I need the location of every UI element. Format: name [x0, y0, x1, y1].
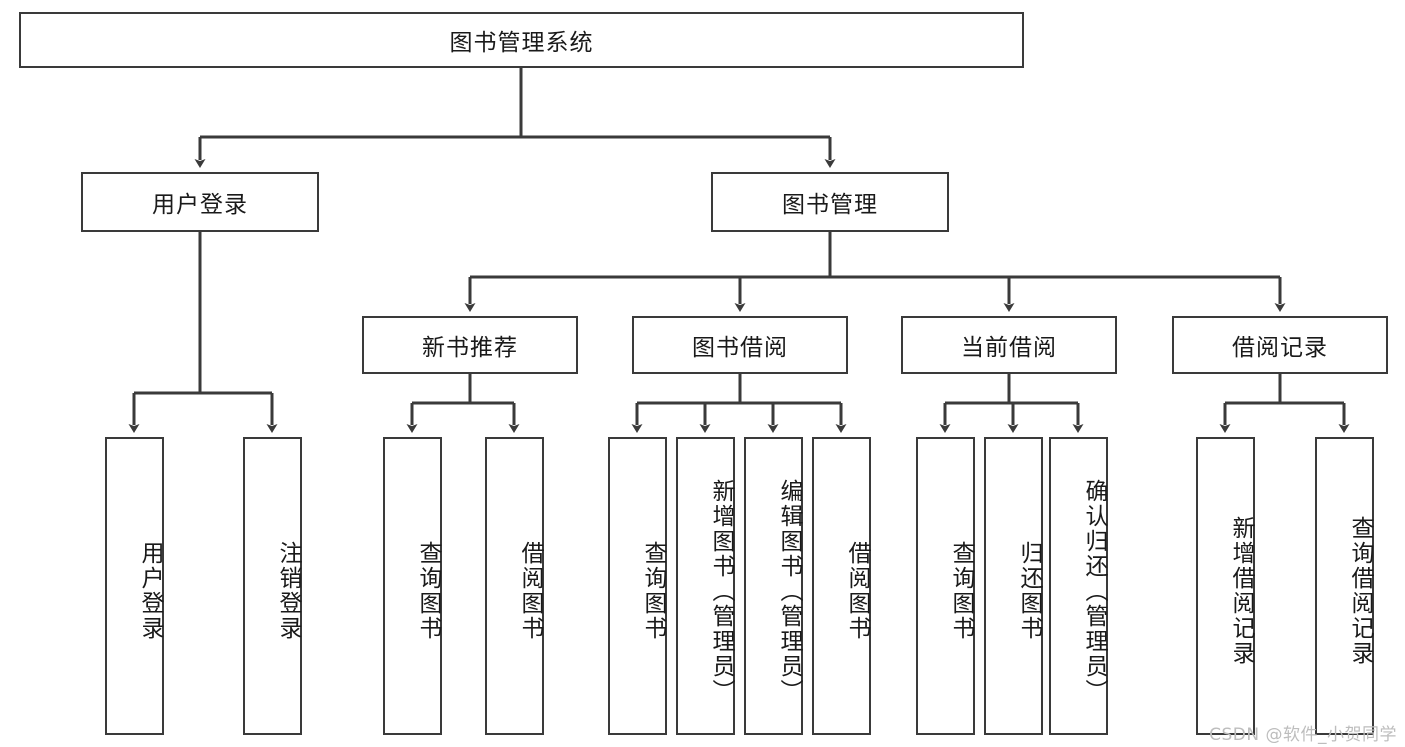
leaf-label: 新增图书（管理员）: [708, 478, 734, 704]
leaf-label: 查询图书: [948, 541, 974, 641]
node-leaf-edit-book[interactable]: 编辑图书（管理员）: [744, 437, 803, 735]
node-book-management[interactable]: 图书管理: [711, 172, 949, 232]
node-user-login[interactable]: 用户登录: [81, 172, 319, 232]
node-current-borrow[interactable]: 当前借阅: [901, 316, 1117, 374]
leaf-label: 确认归还（管理员）: [1081, 478, 1107, 704]
node-leaf-add-book[interactable]: 新增图书（管理员）: [676, 437, 735, 735]
node-leaf-return-book[interactable]: 归还图书: [984, 437, 1043, 735]
node-leaf-user-login[interactable]: 用户登录: [105, 437, 164, 735]
csdn-watermark: CSDN @软件_小贺同学: [1209, 725, 1397, 745]
leaf-label: 借阅图书: [517, 541, 543, 641]
leaf-label: 查询图书: [415, 541, 441, 641]
node-root-system[interactable]: 图书管理系统: [19, 12, 1024, 68]
node-leaf-confirm-return[interactable]: 确认归还（管理员）: [1049, 437, 1108, 735]
node-leaf-query-book-borrow[interactable]: 查询图书: [608, 437, 667, 735]
node-borrow-record[interactable]: 借阅记录: [1172, 316, 1388, 374]
node-leaf-query-book-recommend[interactable]: 查询图书: [383, 437, 442, 735]
node-book-borrow[interactable]: 图书借阅: [632, 316, 848, 374]
node-leaf-query-borrow-record[interactable]: 查询借阅记录: [1315, 437, 1374, 735]
node-leaf-query-book-current[interactable]: 查询图书: [916, 437, 975, 735]
leaf-label: 新增借阅记录: [1228, 516, 1254, 666]
node-leaf-borrow-book[interactable]: 借阅图书: [812, 437, 871, 735]
node-leaf-borrow-book-recommend[interactable]: 借阅图书: [485, 437, 544, 735]
leaf-label: 查询图书: [640, 541, 666, 641]
node-new-book-recommend[interactable]: 新书推荐: [362, 316, 578, 374]
leaf-label: 归还图书: [1016, 541, 1042, 641]
node-leaf-add-borrow-record[interactable]: 新增借阅记录: [1196, 437, 1255, 735]
leaf-label: 注销登录: [275, 541, 301, 641]
leaf-label: 用户登录: [137, 541, 163, 641]
node-leaf-logout-login[interactable]: 注销登录: [243, 437, 302, 735]
leaf-label: 借阅图书: [844, 541, 870, 641]
leaf-label: 查询借阅记录: [1347, 516, 1373, 666]
leaf-label: 编辑图书（管理员）: [776, 478, 802, 704]
